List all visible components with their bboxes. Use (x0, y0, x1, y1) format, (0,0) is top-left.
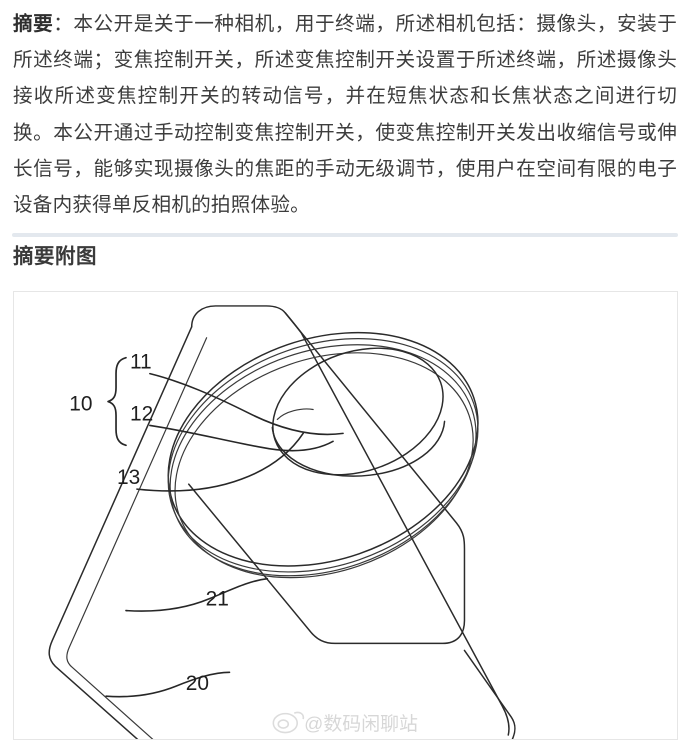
callout-leader-lines (105, 372, 344, 698)
callout-20: 20 (186, 672, 209, 695)
patent-figure-drawing: 10 11 12 13 20 21 @数码闲聊站 (48, 305, 516, 739)
abstract-paragraph: 摘要：本公开是关于一种相机，用于终端，所述相机包括：摄像头，安装于所述终端；变焦… (13, 6, 677, 223)
callout-21: 21 (206, 588, 229, 611)
abstract-block: 摘要：本公开是关于一种相机，用于终端，所述相机包括：摄像头，安装于所述终端；变焦… (13, 6, 677, 223)
abstract-colon: ： (53, 13, 74, 35)
abstract-label: 摘要 (13, 13, 54, 35)
callout-13: 13 (117, 466, 140, 489)
callout-10: 10 (69, 392, 92, 415)
camera-module-outer-ring (167, 331, 479, 579)
figure-container: 10 11 12 13 20 21 @数码闲聊站 (13, 291, 678, 740)
figure-section-heading: 摘要附图 (13, 245, 97, 268)
terminal-body-outline (48, 305, 516, 739)
callout-11: 11 (130, 351, 152, 374)
callout-brace-10 (107, 356, 127, 447)
section-divider (12, 233, 678, 237)
abstract-body: 本公开是关于一种相机，用于终端，所述相机包括：摄像头，安装于所述终端；变焦控制开… (13, 13, 678, 217)
camera-lens-barrel (271, 347, 446, 477)
callout-12: 12 (130, 402, 153, 425)
weibo-watermark: @数码闲聊站 (272, 711, 418, 735)
callout-labels: 10 11 12 13 20 21 (69, 351, 229, 696)
weibo-icon (272, 711, 305, 734)
watermark-handle: @数码闲聊站 (304, 713, 418, 735)
